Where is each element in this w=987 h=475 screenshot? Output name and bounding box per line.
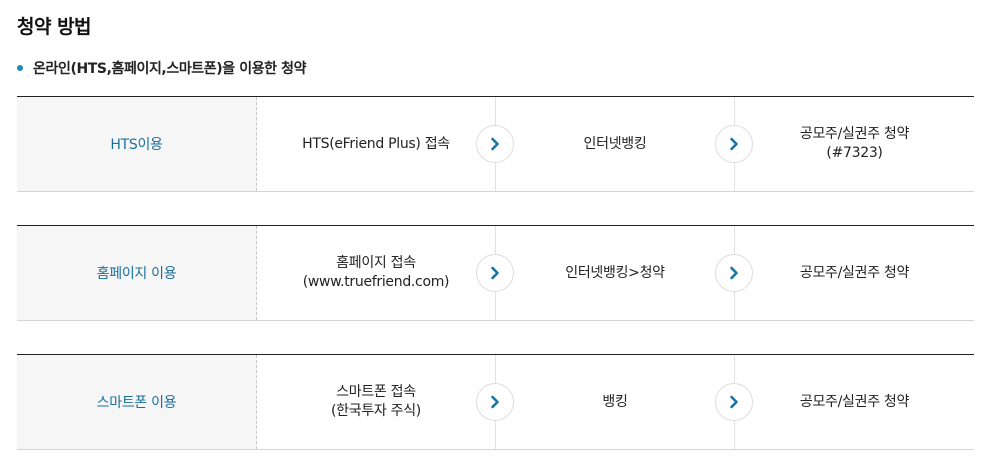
step-cell: 홈페이지 접속 (www.truefriend.com) xyxy=(257,226,514,320)
chevron-right-icon xyxy=(476,254,514,292)
chevron-right-icon xyxy=(715,254,753,292)
chevron-right-icon xyxy=(476,125,514,163)
method-row-smartphone: 스마트폰 이용 스마트폰 접속 (한국투자 주식) 뱅킹 공모주/실권주 청약 xyxy=(17,354,974,450)
step-text: 뱅킹 xyxy=(602,393,628,410)
chevron-right-icon xyxy=(476,383,514,421)
step-cell: 공모주/실권주 청약 xyxy=(735,355,974,449)
method-row-hts: HTS이용 HTS(eFriend Plus) 접속 인터넷뱅킹 공모주/실권주… xyxy=(17,96,974,192)
step-cell: 인터넷뱅킹 xyxy=(496,97,753,191)
method-label-hts: HTS이용 xyxy=(17,97,257,191)
step-cell: 공모주/실권주 청약 (#7323) xyxy=(735,97,974,191)
step-cell: 뱅킹 xyxy=(496,355,753,449)
step-text: 공모주/실권주 청약 xyxy=(799,264,910,281)
step-text: 스마트폰 접속 (한국투자 주식) xyxy=(331,384,421,419)
step-cell: 인터넷뱅킹>청약 xyxy=(496,226,753,320)
step-text: 공모주/실권주 청약 (#7323) xyxy=(799,126,910,161)
step-text: 홈페이지 접속 (www.truefriend.com) xyxy=(302,255,450,290)
method-label-homepage: 홈페이지 이용 xyxy=(17,226,257,320)
step-text: 인터넷뱅킹>청약 xyxy=(565,264,665,281)
step-cell: 스마트폰 접속 (한국투자 주식) xyxy=(257,355,514,449)
method-row-homepage: 홈페이지 이용 홈페이지 접속 (www.truefriend.com) 인터넷… xyxy=(17,225,974,321)
step-text: 공모주/실권주 청약 xyxy=(799,393,910,410)
step-cell: HTS(eFriend Plus) 접속 xyxy=(257,97,514,191)
step-cell: 공모주/실권주 청약 xyxy=(735,226,974,320)
section-subtitle-text: 온라인(HTS,홈페이지,스마트폰)을 이용한 청약 xyxy=(33,61,307,77)
step-text: 인터넷뱅킹 xyxy=(583,135,647,152)
bullet-dot-icon xyxy=(17,65,23,71)
page-title: 청약 방법 xyxy=(17,16,92,38)
chevron-right-icon xyxy=(715,125,753,163)
method-label-smartphone: 스마트폰 이용 xyxy=(17,355,257,449)
step-text: HTS(eFriend Plus) 접속 xyxy=(302,135,450,152)
chevron-right-icon xyxy=(715,383,753,421)
section-subtitle: 온라인(HTS,홈페이지,스마트폰)을 이용한 청약 xyxy=(17,58,306,78)
